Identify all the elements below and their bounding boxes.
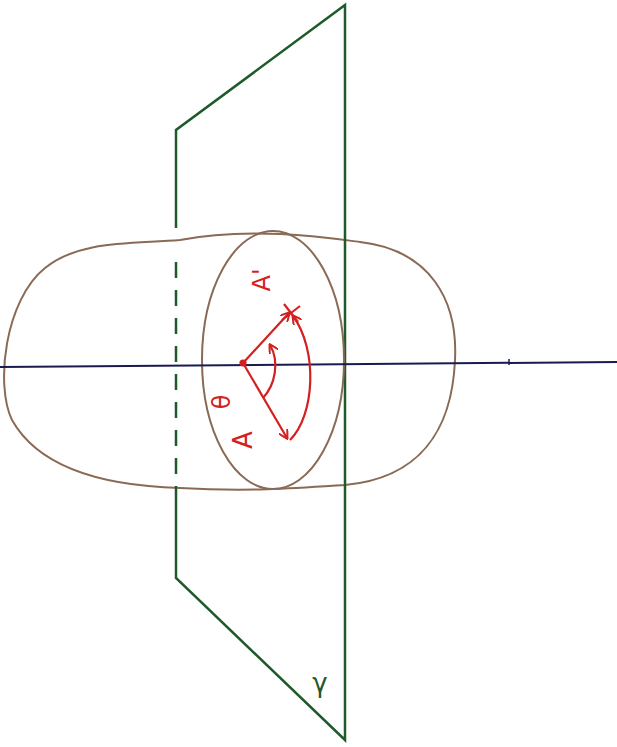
point-label: A xyxy=(230,431,256,449)
point-label: A' xyxy=(250,268,274,291)
section-ellipse xyxy=(202,231,344,489)
axis-tick xyxy=(508,359,510,365)
rotation-marks xyxy=(241,304,311,440)
plane-label: γ xyxy=(312,670,327,696)
body-outline xyxy=(4,233,455,489)
plane-gamma xyxy=(176,5,345,740)
angle-label: θ xyxy=(210,395,234,410)
